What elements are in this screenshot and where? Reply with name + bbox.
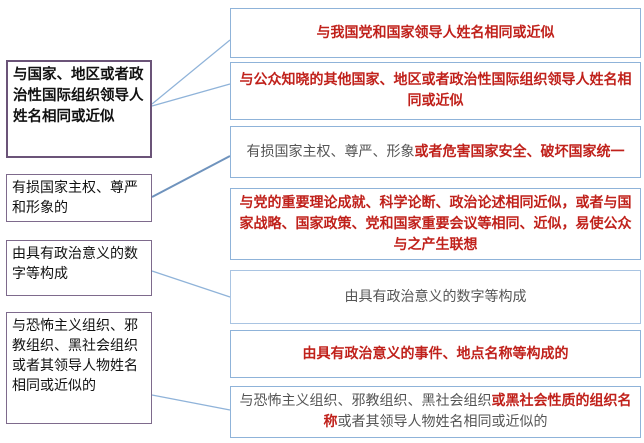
connector-l3-r5 [151,270,231,298]
right-box-political-events-text: 由具有政治意义的事件、地点名称等构成的 [302,345,569,362]
left-box-leader-names: 与国家、地区或者政治性国际组织领导人姓名相同或近似 [6,60,152,158]
left-box-political-numbers-text: 由具有政治意义的数字等构成 [12,246,138,282]
connector-l4-r7 [151,394,231,411]
terror-orgs-plain-text-a: 与恐怖主义组织、邪教组织、黑社会组织 [239,393,492,409]
left-box-terror-orgs: 与恐怖主义组织、邪教组织、黑社会组织或者其领导人物姓名相同或近似的 [6,312,152,424]
left-box-political-numbers: 由具有政治意义的数字等构成 [6,240,152,296]
right-box-party-theory-text: 与党的重要理论成就、科学论断、政治论述相同近似，或者与国家战略、国家政策、党和国… [239,194,632,253]
right-box-foreign-leaders-text: 与公众知晓的其他国家、地区或者政治性国际组织领导人姓名相同或近似 [239,72,632,109]
left-box-sovereignty: 有损国家主权、尊严和形象的 [6,174,152,222]
right-box-sovereignty-text: 有损国家主权、尊严、形象或者危害国家安全、破坏国家统一 [247,142,625,163]
right-box-terror-orgs-text: 与恐怖主义组织、邪教组织、黑社会组织或黑社会性质的组织名称或者其领导人物姓名相同… [237,391,634,433]
right-box-terror-orgs: 与恐怖主义组织、邪教组织、黑社会组织或黑社会性质的组织名称或者其领导人物姓名相同… [230,386,641,438]
sovereignty-red-text: 或者危害国家安全、破坏国家统一 [414,143,625,160]
right-box-foreign-leaders: 与公众知晓的其他国家、地区或者政治性国际组织领导人姓名相同或近似 [230,62,641,120]
terror-orgs-red-text: 或黑社会性质的组织名称 [323,393,632,430]
connector-l1-r1 [151,39,231,105]
right-box-party-theory: 与党的重要理论成就、科学论断、政治论述相同近似，或者与国家战略、国家政策、党和国… [230,188,641,260]
left-box-leader-names-text: 与国家、地区或者政治性国际组织领导人姓名相同或近似 [13,67,144,125]
right-box-party-leaders: 与我国党和国家领导人姓名相同或近似 [230,8,641,58]
sovereignty-plain-text: 有损国家主权、尊严、形象 [246,143,415,160]
right-box-party-leaders-text: 与我国党和国家领导人姓名相同或近似 [316,24,555,41]
left-box-terror-orgs-text: 与恐怖主义组织、邪教组织、黑社会组织或者其领导人物姓名相同或近似的 [12,318,138,394]
connector-l1-r2 [151,83,231,107]
right-box-political-numbers: 由具有政治意义的数字等构成 [230,270,641,324]
right-box-political-numbers-text: 由具有政治意义的数字等构成 [344,288,527,305]
left-box-sovereignty-text: 有损国家主权、尊严和形象的 [12,180,138,216]
right-box-political-events: 由具有政治意义的事件、地点名称等构成的 [230,330,641,378]
right-box-sovereignty: 有损国家主权、尊严、形象或者危害国家安全、破坏国家统一 [230,126,641,178]
terror-orgs-plain-text-c: 或者其领导人物姓名相同或近似的 [337,414,548,430]
connector-l2-r3 [151,155,231,198]
